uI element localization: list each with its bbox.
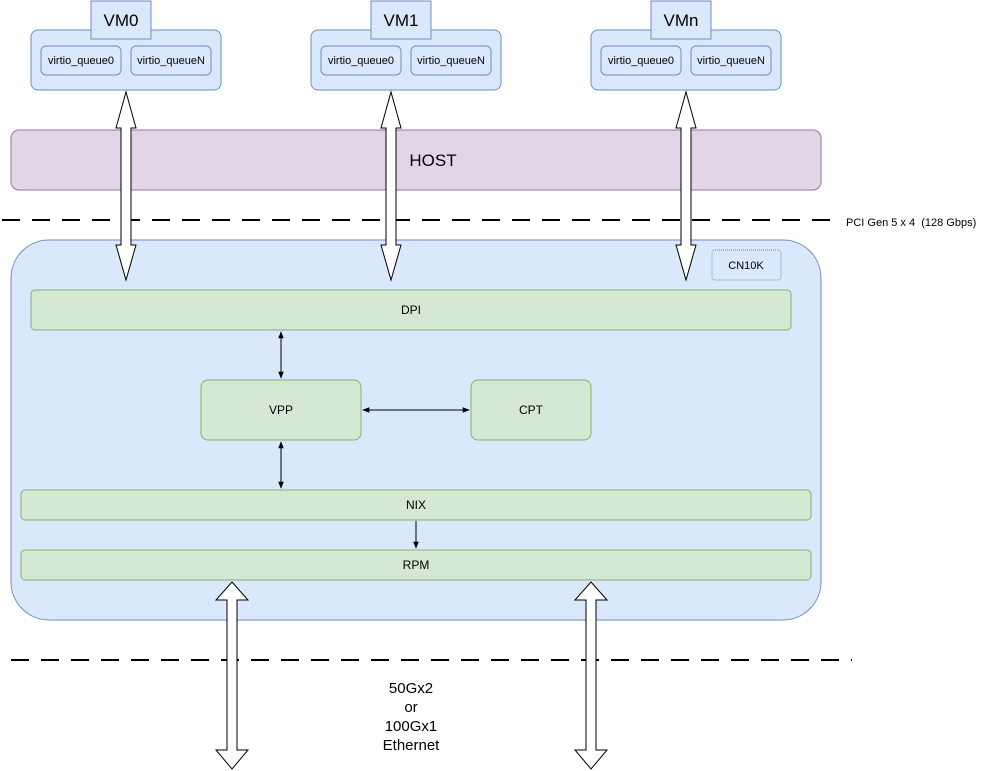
virtio-queue-label: virtio_queueN — [417, 55, 485, 67]
ethernet-label-line4: Ethernet — [383, 737, 441, 754]
vm0-link-arrow — [115, 90, 137, 282]
ethernet-link-arrow-left — [214, 581, 250, 770]
host-label: HOST — [409, 151, 456, 170]
pci-label: PCI Gen 5 x 4 (128 Gbps) — [846, 217, 976, 229]
ethernet-label-line1: 50Gx2 — [389, 680, 433, 697]
vm-label: VM0 — [104, 11, 139, 30]
vm-label: VMn — [664, 11, 699, 30]
vm-label: VM1 — [384, 11, 419, 30]
cpt-block — [470, 379, 592, 441]
dpi-block — [30, 289, 792, 331]
cn10k-tag — [711, 249, 782, 281]
vpp-block — [200, 379, 362, 441]
cn10k-container — [10, 239, 822, 621]
nix-block — [20, 489, 812, 521]
rpm-block — [20, 549, 812, 581]
virtio-queue-label: virtio_queue0 — [48, 55, 114, 67]
cpt-label: CPT — [519, 403, 544, 417]
vm1-link-arrow — [380, 90, 402, 282]
vm-0: VM0 virtio_queue0 virtio_queueN — [30, 0, 222, 91]
nix-label: NIX — [406, 498, 426, 512]
virtio-queue-label: virtio_queue0 — [328, 55, 394, 67]
virtio-queue-label: virtio_queueN — [697, 55, 765, 67]
vm-1: VM1 virtio_queue0 virtio_queueN — [310, 0, 502, 91]
rpm-label: RPM — [403, 558, 430, 572]
vpp-label: VPP — [269, 403, 293, 417]
virtio-queue-label: virtio_queueN — [137, 55, 205, 67]
ethernet-link-arrow-right — [573, 581, 609, 770]
dpi-label: DPI — [401, 303, 421, 317]
cn10k-label: CN10K — [728, 260, 764, 272]
host-band — [10, 129, 822, 191]
ethernet-label-line2: or — [404, 699, 417, 716]
ethernet-label-line3: 100Gx1 — [385, 718, 438, 735]
vmn-link-arrow — [675, 90, 697, 282]
virtio-queue-label: virtio_queue0 — [608, 55, 674, 67]
vm-n: VMn virtio_queue0 virtio_queueN — [590, 0, 782, 91]
